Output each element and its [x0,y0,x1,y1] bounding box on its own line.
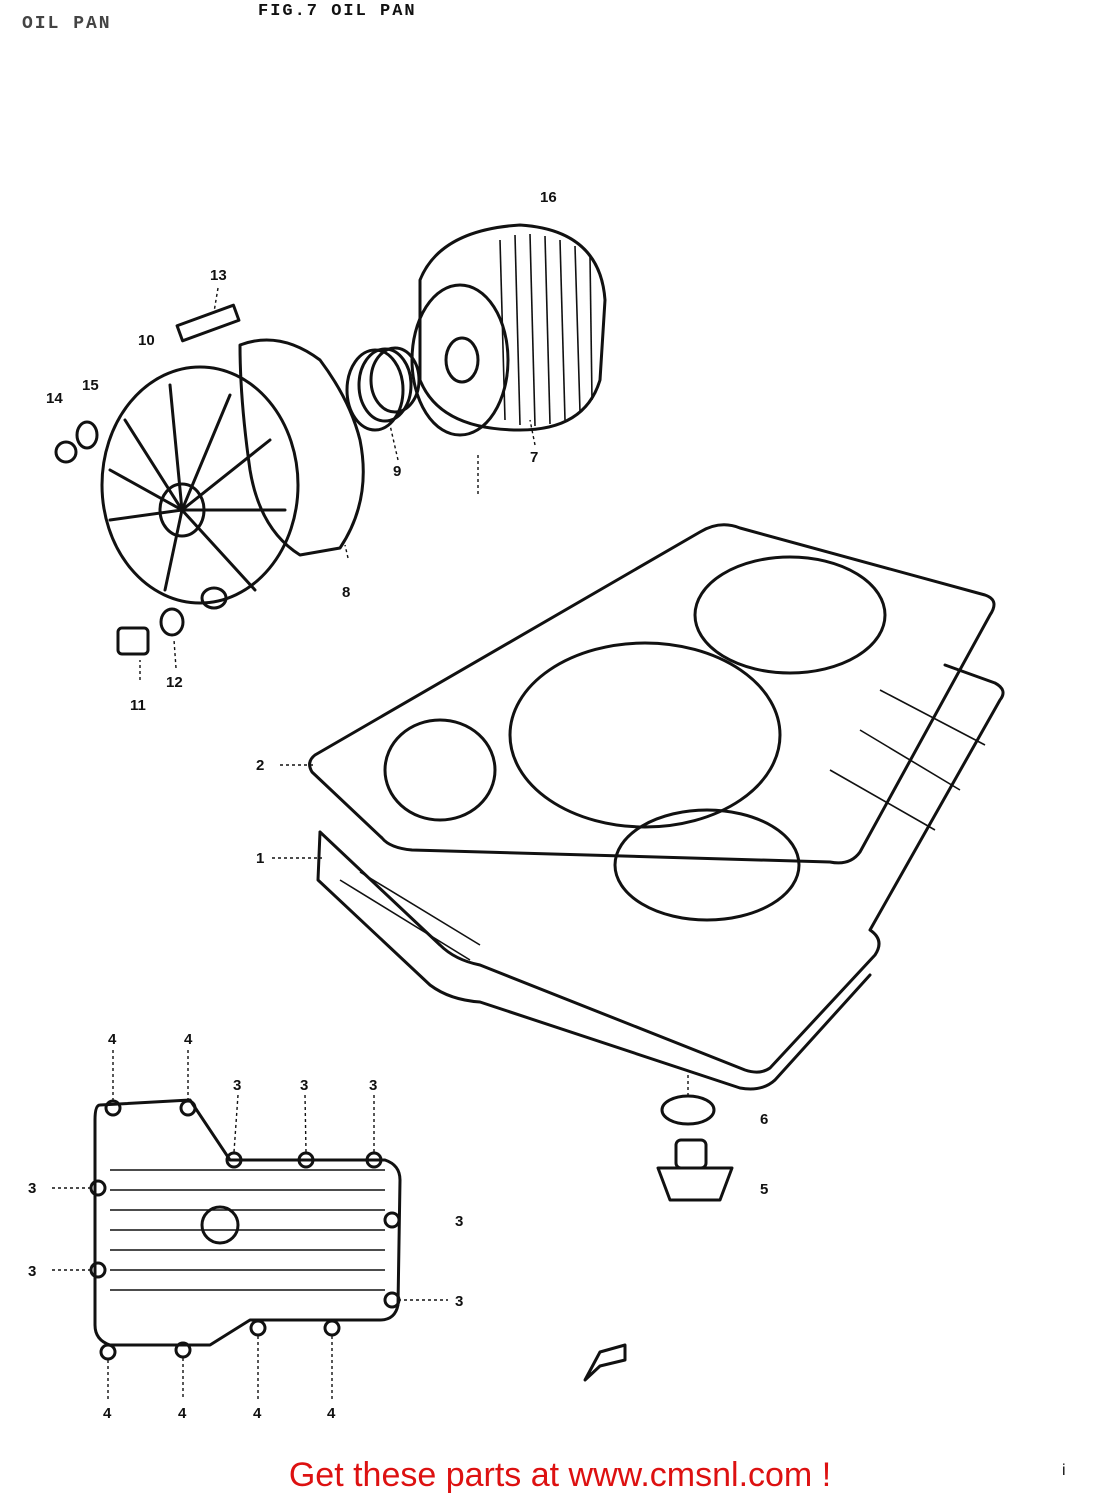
callout-4-top-b: 4 [184,1031,193,1048]
oil-pan [316,663,1005,1091]
callout-3-left-a: 3 [28,1180,36,1197]
oil-pan-bottom-view [89,1098,402,1361]
gasket-opening-left [383,718,497,822]
callout-8: 8 [342,584,350,601]
drain-plug [656,1138,734,1202]
callout-1: 1 [256,850,264,867]
callout-4-bottom-d: 4 [327,1405,336,1422]
oil-filter-cover [100,365,300,610]
section-label: OIL PAN [22,14,112,34]
oil-pan-fins [339,689,986,961]
callout-3-top-a: 3 [233,1077,241,1094]
callout-13: 13 [210,267,227,284]
oil-pan-gasket [308,523,996,865]
callout-labels: 16 13 10 15 14 9 7 8 12 11 2 1 6 5 4 4 3… [28,189,768,1422]
gasket-opening-center [508,641,782,829]
callout-3-top-c: 3 [369,1077,377,1094]
callout-3-left-b: 3 [28,1263,36,1280]
callout-11: 11 [130,697,146,714]
callout-2: 2 [256,757,264,774]
get-parts-link[interactable]: Get these parts at www.cmsnl.com ! [288,1456,832,1494]
leader-lines [52,419,536,1400]
callout-15: 15 [82,377,99,394]
gasket-opening-right [693,555,887,675]
filter-spring [345,346,421,432]
callout-4-bottom-c: 4 [253,1405,262,1422]
callout-9: 9 [393,463,401,480]
oil-filter-element [410,223,607,437]
gasket-opening-front [613,808,801,922]
page-mark: i [1062,1462,1066,1479]
callout-4-top-a: 4 [108,1031,117,1048]
front-arrow-mark [583,1343,627,1382]
callout-7: 7 [530,449,538,466]
callout-5: 5 [760,1181,768,1198]
callout-6: 6 [760,1111,768,1128]
filter-cover-o-ring [238,338,365,557]
washer [75,420,99,450]
callout-4-bottom-b: 4 [178,1405,187,1422]
figure-title: FIG.7 OIL PAN [258,2,417,21]
cover-plug [116,607,185,656]
callout-16: 16 [540,189,557,206]
callout-10: 10 [138,332,155,349]
callout-3-right-b: 3 [455,1293,463,1310]
callout-3-right-a: 3 [455,1213,463,1230]
callout-14: 14 [46,390,63,407]
nut [54,440,78,464]
cover-bolt [175,287,241,343]
callout-3-top-b: 3 [300,1077,308,1094]
callout-12: 12 [166,674,183,691]
drain-washer [660,1094,716,1126]
callout-4-bottom-a: 4 [103,1405,112,1422]
